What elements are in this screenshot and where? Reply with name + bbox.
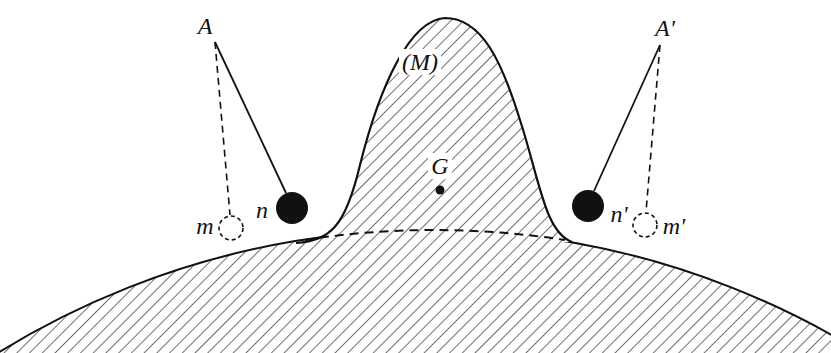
undeflected-bob (219, 216, 243, 240)
plumb-line (215, 42, 230, 215)
earth-surface (0, 230, 831, 353)
pendulum-bob (572, 190, 604, 222)
point-label: A (195, 13, 216, 39)
mountain-outline (296, 18, 572, 243)
position-label: m (193, 213, 216, 239)
pendulum-bob (276, 192, 308, 224)
point-label: G (428, 153, 451, 179)
centre-of-mass-dot (436, 186, 445, 195)
mountain-ground (296, 18, 572, 243)
hidden-surface (305, 230, 565, 240)
position-label: n (253, 197, 271, 223)
point-label: A' (652, 15, 678, 41)
undeflected-bob (633, 213, 657, 237)
position-label: m' (660, 213, 688, 239)
position-label: n' (607, 201, 630, 227)
plumb-line (646, 45, 660, 212)
earth-ground (0, 230, 831, 353)
body-label: (M) (399, 49, 441, 75)
pendulum-string (215, 42, 286, 193)
